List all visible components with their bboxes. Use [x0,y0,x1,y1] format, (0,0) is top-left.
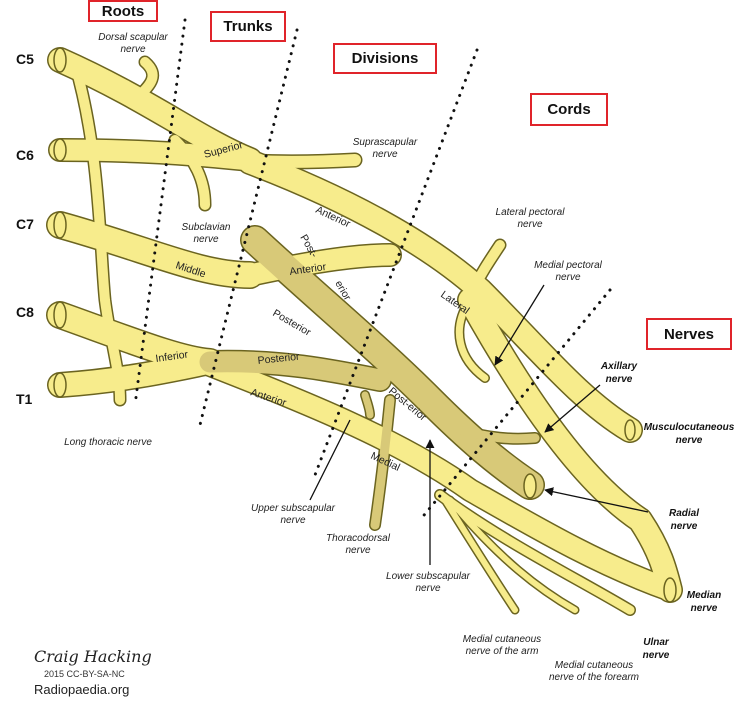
header-cords: Cords [530,93,608,126]
label-medial-pectoral: Medial pectoral nerve [534,260,602,283]
segment-anterior-2: Anterior [289,261,328,278]
segment-inferior: Inferior [155,348,190,365]
posterior-cord-fill [199,226,544,530]
label-musculocutaneous-nerve: Musculocutaneous nerve [643,422,735,446]
label-lower-subscapular: Lower subscapular nerve [386,571,470,594]
header-roots: Roots [88,0,158,22]
label-suprascapular: Suprascapular nerve [352,137,418,160]
root-c7: C7 [16,216,34,232]
root-ends [53,47,67,398]
label-lateral-pectoral: Lateral pectoral nerve [495,207,565,230]
root-c8: C8 [16,304,34,320]
nerve-ends [523,419,677,603]
label-upper-subscapular: Upper subscapular nerve [251,503,335,526]
segment-posterior-2: Posterior [257,351,301,367]
segment-posterior-1: Posterior [271,307,314,339]
root-c5: C5 [16,51,34,67]
nerve-fills [47,48,682,615]
label-median-nerve: Median nerve [686,590,722,614]
label-medial-cutaneous-arm: Medial cutaneous nerve of the arm [462,634,542,657]
label-radial-nerve: Radial nerve [668,508,699,532]
root-c6: C6 [16,147,34,163]
header-nerves: Nerves [646,318,732,350]
label-ulnar-nerve: Ulnar nerve [642,637,670,661]
label-medial-cutaneous-forearm: Medial cutaneous nerve of the forearm [548,660,640,683]
pointer-lines [309,284,649,565]
label-long-thoracic: Long thoracic nerve [64,437,152,448]
boundary-lines [133,18,612,522]
label-thoracodorsal: Thoracodorsal nerve [326,533,390,556]
credit-author: Craig Hacking [34,647,152,666]
credit-site: Radiopaedia.org [34,682,130,697]
header-trunks: Trunks [210,11,286,42]
label-axillary-nerve: Axillary nerve [600,361,638,385]
label-subclavian: Subclavian nerve [181,222,231,245]
label-dorsal-scapular: Dorsal scapular nerve [98,32,168,55]
credit-license: 2015 CC-BY-SA-NC [44,669,125,679]
root-t1: T1 [16,391,33,407]
header-divisions: Divisions [333,43,437,74]
